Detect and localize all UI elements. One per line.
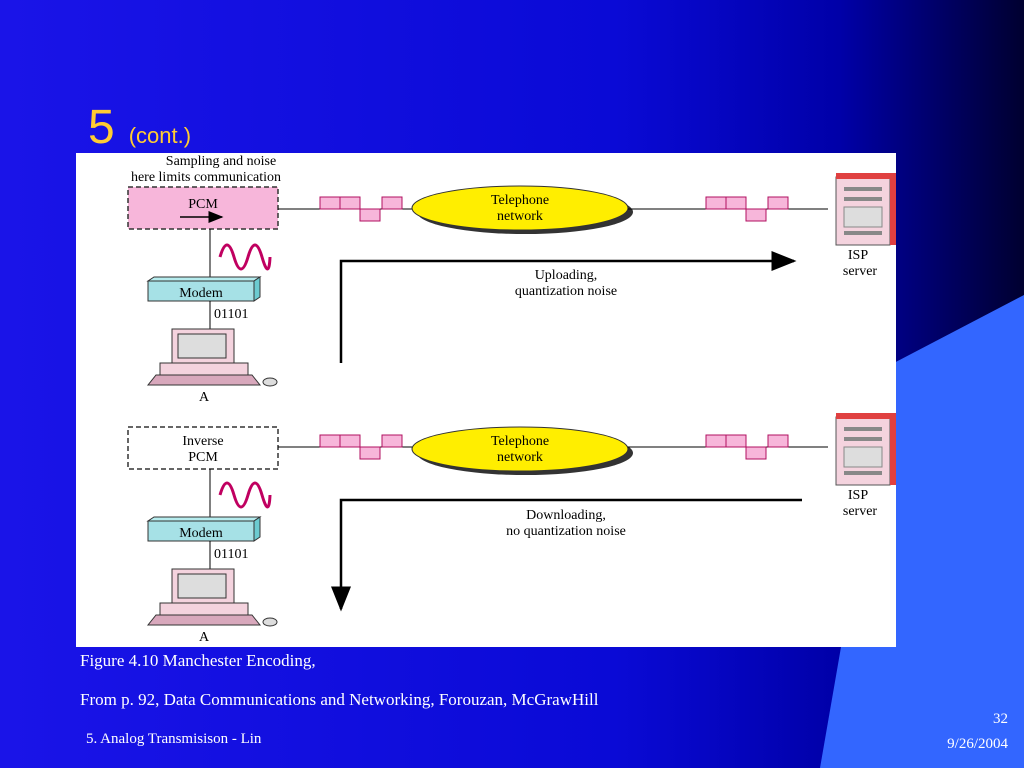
telephone-network-download [411, 426, 629, 472]
figure-panel: Sampling and noise here limits communica… [76, 153, 896, 647]
digital-signal-icon [705, 434, 789, 460]
digital-signal-icon [319, 196, 403, 222]
bits-label: 01101 [214, 547, 248, 562]
network-label-line1: Telephone [491, 193, 549, 208]
computer-icon [146, 568, 278, 627]
upload-arrow-label-line2: quantization noise [515, 284, 617, 299]
pcm-box [127, 186, 279, 230]
computer-icon [146, 328, 278, 387]
inverse-pcm-label-line1: Inverse [182, 434, 223, 449]
page-number: 32 [993, 711, 1008, 727]
server-label-line1: ISP [848, 248, 868, 263]
analog-wave-icon [218, 243, 272, 271]
network-label-line2: network [497, 209, 543, 224]
server-icon [835, 413, 896, 486]
pcm-diagram: Sampling and noise here limits communica… [127, 154, 896, 645]
download-section: Inverse PCM Telephone network ISP server [127, 413, 896, 645]
upload-arrow [339, 251, 797, 363]
upload-arrow-label-line1: Uploading, [535, 268, 598, 283]
network-label-line2: network [497, 450, 543, 465]
pcm-label: PCM [188, 197, 218, 212]
modem-box [146, 516, 262, 542]
top-note-line2: here limits communication [131, 170, 281, 185]
download-arrow-label-line2: no quantization noise [506, 524, 626, 539]
inverse-pcm-box [127, 426, 279, 470]
server-label-line1: ISP [848, 488, 868, 503]
slide-title-suffix: (cont.) [128, 123, 192, 148]
computer-label: A [199, 390, 210, 405]
bits-label: 01101 [214, 307, 248, 322]
slide-title-number: 5 [88, 101, 115, 154]
footer-left: 5. Analog Transmisison - Lin [86, 731, 262, 747]
modem-label: Modem [179, 526, 223, 541]
digital-signal-icon [319, 434, 403, 460]
figure-source: From p. 92, Data Communications and Netw… [80, 690, 599, 709]
computer-label: A [199, 630, 210, 645]
modem-box [146, 276, 262, 302]
server-icon [835, 173, 896, 246]
digital-signal-icon [705, 196, 789, 222]
analog-wave-icon [218, 481, 272, 509]
slide-title: 5 (cont.) [88, 100, 191, 155]
download-arrow [331, 498, 802, 612]
upload-section: PCM Telephone network ISP [127, 173, 896, 405]
figure-caption: Figure 4.10 Manchester Encoding, [80, 651, 316, 670]
inverse-pcm-label-line2: PCM [188, 450, 218, 465]
top-note-line1: Sampling and noise [166, 154, 276, 169]
slide-date: 9/26/2004 [947, 736, 1008, 752]
network-label-line1: Telephone [491, 434, 549, 449]
server-label-line2: server [843, 504, 878, 519]
server-label-line2: server [843, 264, 878, 279]
download-arrow-label-line1: Downloading, [526, 508, 606, 523]
modem-label: Modem [179, 286, 223, 301]
telephone-network-upload [411, 185, 629, 231]
